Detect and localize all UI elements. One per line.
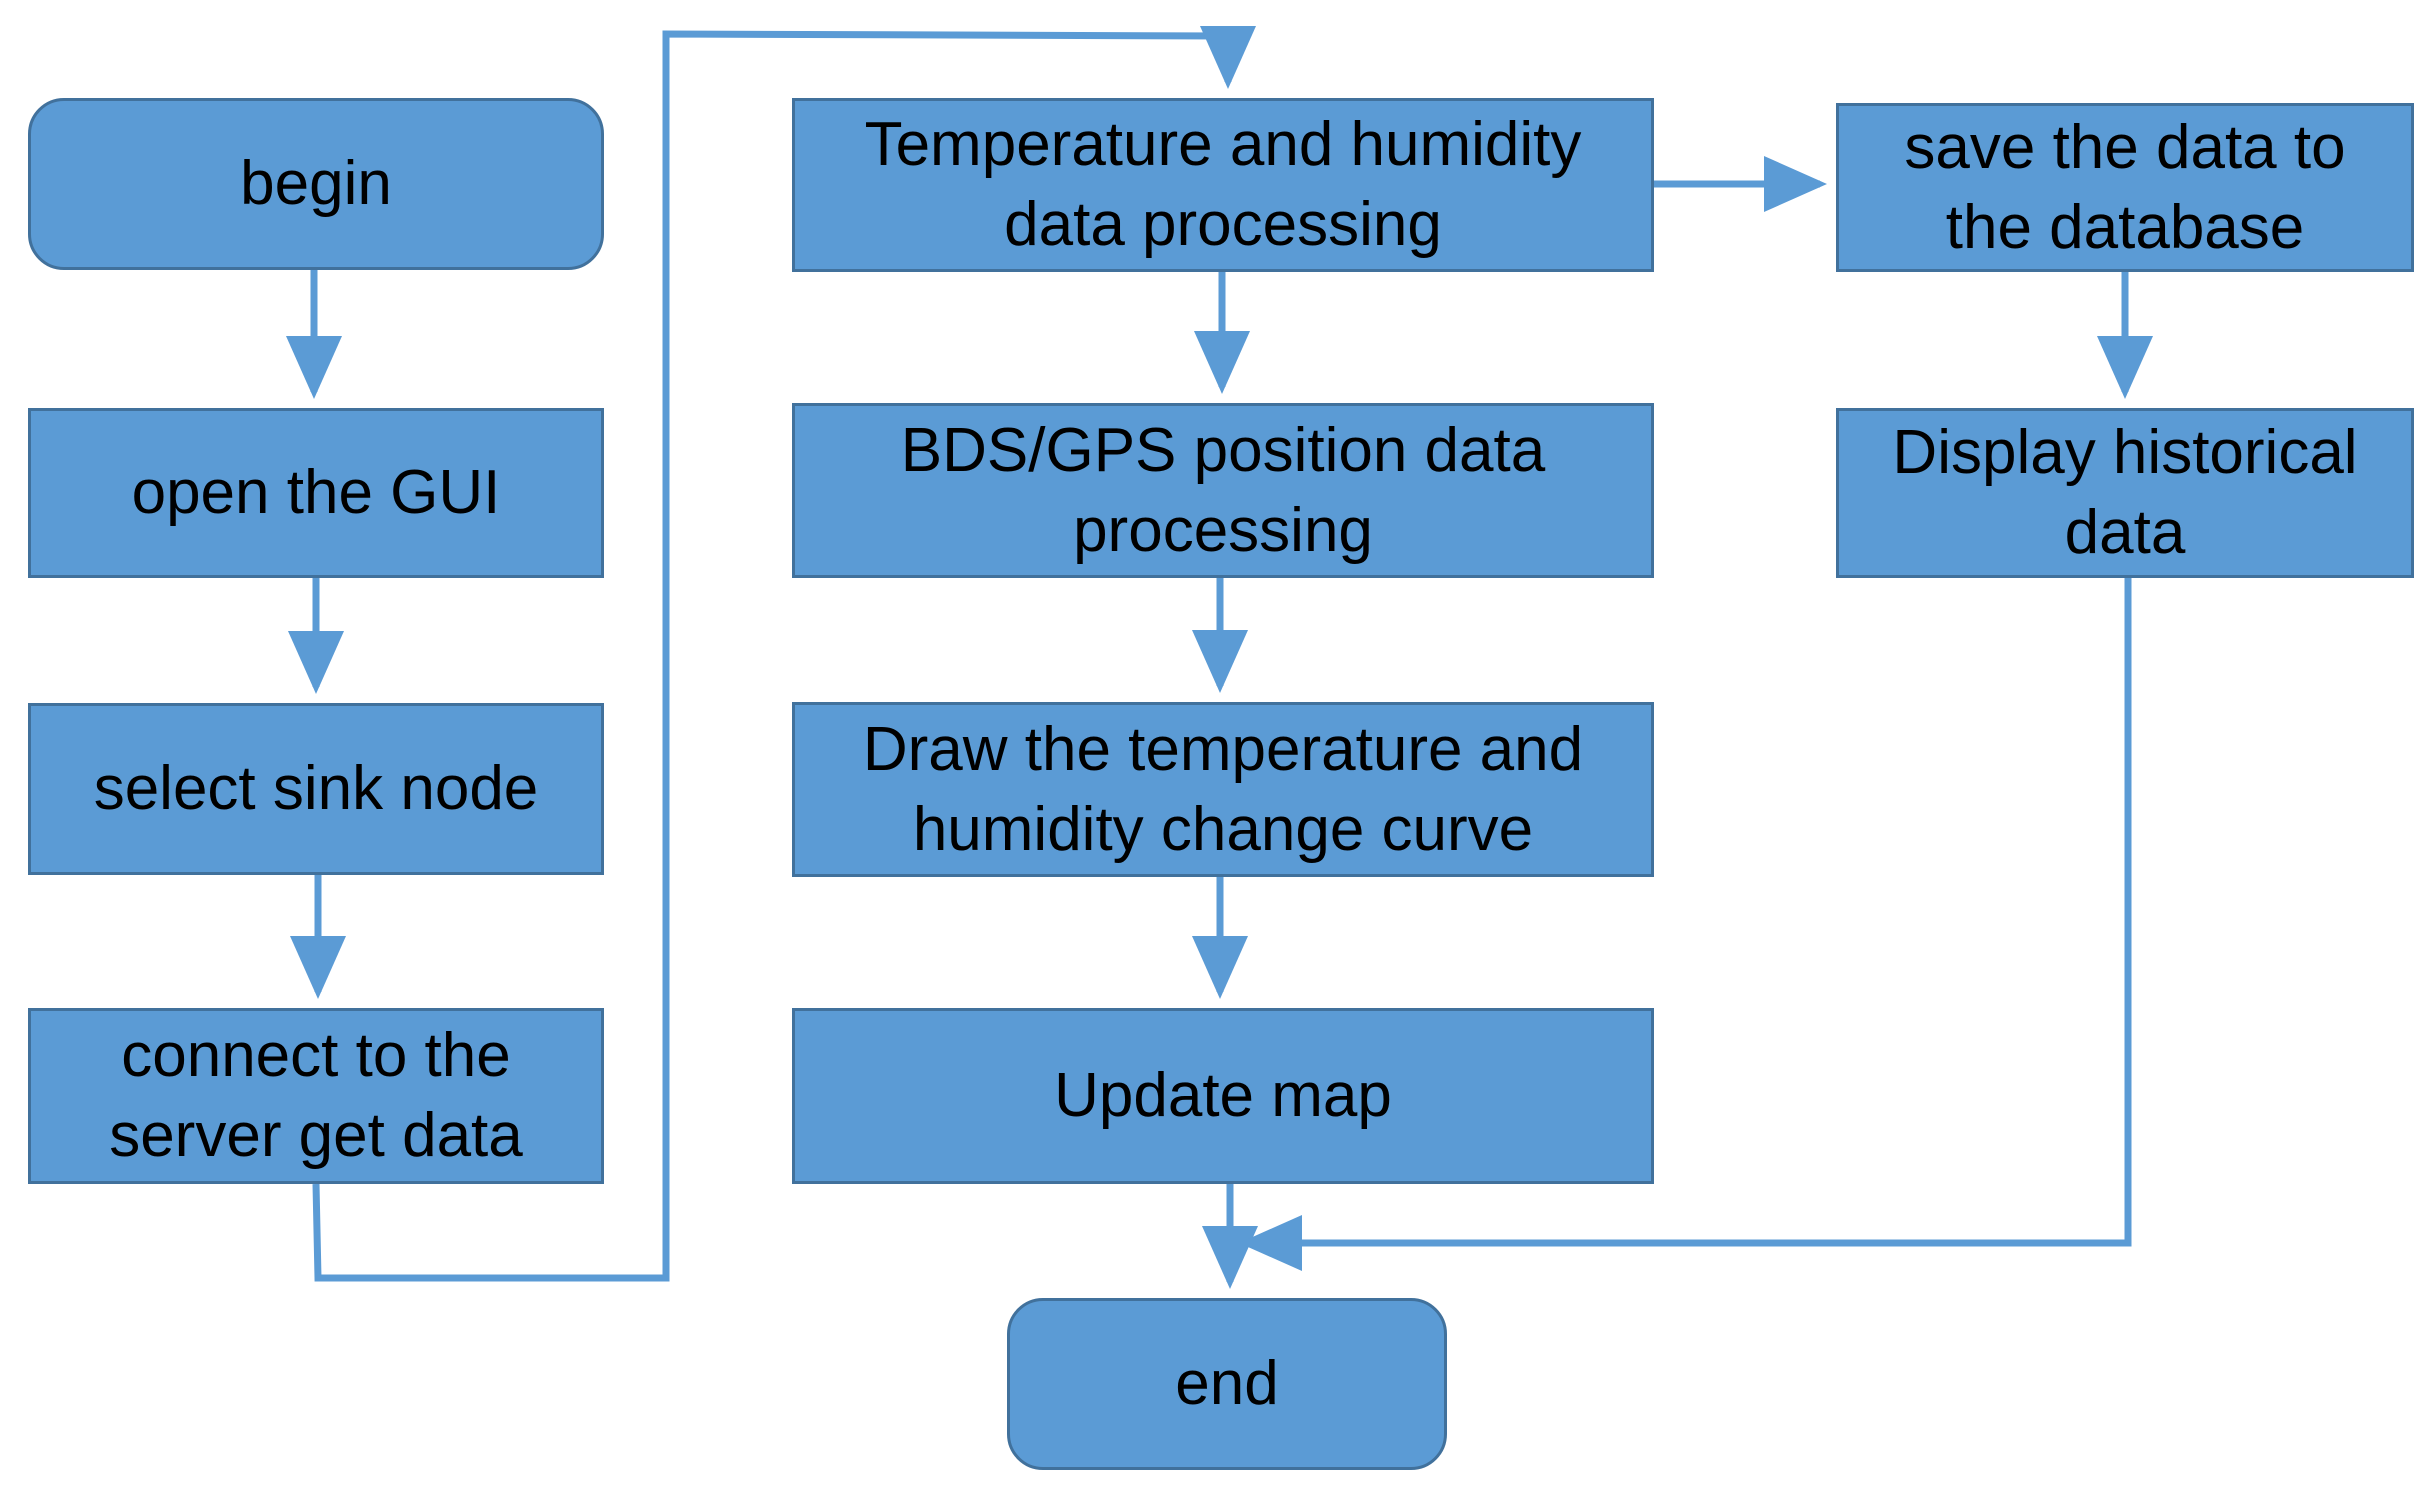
bds-gps-processing-node: BDS/GPS position data processing [792, 403, 1654, 578]
end-label: end [1175, 1349, 1279, 1418]
display-historical-node: Display historical data [1836, 408, 2414, 578]
end-node: end [1007, 1298, 1447, 1470]
begin-node: begin [28, 98, 604, 270]
temp-humidity-processing-label-line-1: Temperature and humidity [864, 110, 1582, 179]
select-sink-label: select sink node [93, 754, 539, 823]
save-database-node: save the data to the database [1836, 103, 2414, 272]
temp-humidity-processing-node: Temperature and humidity data processing [792, 98, 1654, 272]
update-map-label: Update map [1054, 1061, 1392, 1130]
connect-server-label-line-2: server get data [109, 1101, 523, 1170]
begin-label: begin [240, 149, 392, 218]
select-sink-node: select sink node [28, 703, 604, 875]
temp-humidity-processing-label-line-2: data processing [1004, 190, 1442, 259]
open-gui-node: open the GUI [28, 408, 604, 578]
open-gui-label: open the GUI [131, 458, 501, 527]
draw-curve-label-line-1: Draw the temperature and [862, 714, 1584, 784]
update-map-node: Update map [792, 1008, 1654, 1184]
display-historical-label-line-2: data [2064, 498, 2186, 567]
connect-server-node: connect to the server get data [28, 1008, 604, 1184]
draw-curve-label-line-2: humidity change curve [912, 794, 1534, 864]
display-historical-label-line-1: Display historical [1892, 418, 2358, 487]
save-database-label-line-1: save the data to [1904, 112, 2346, 182]
save-database-label-line-2: the database [1945, 192, 2305, 262]
draw-curve-node: Draw the temperature and humidity change… [792, 702, 1654, 877]
arrow-connect-to-temp [312, 26, 1256, 1282]
bds-gps-processing-label-line-1: BDS/GPS position data [900, 415, 1546, 485]
connect-server-label-line-1: connect to the [121, 1021, 511, 1090]
arrow-display-to-end [1239, 578, 2132, 1271]
bds-gps-processing-label-line-2: processing [1073, 495, 1373, 565]
